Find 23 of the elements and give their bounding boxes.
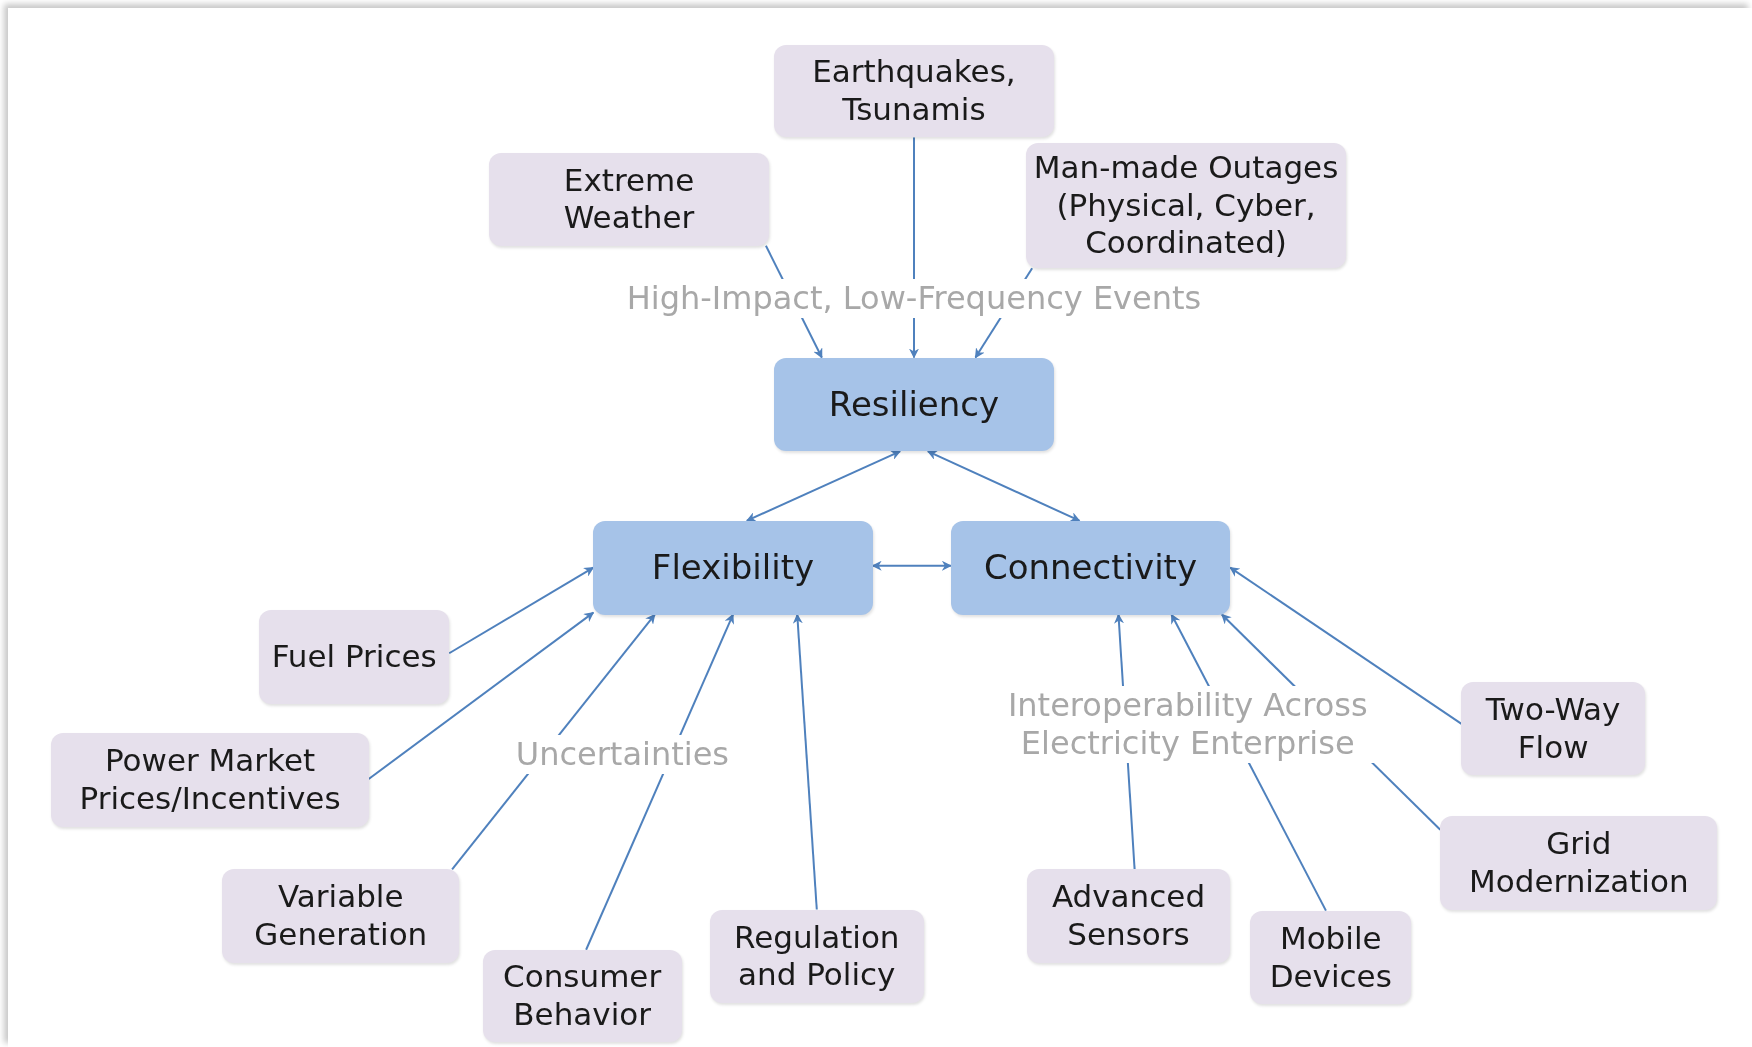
factor-box: Power Market Prices/Incentives xyxy=(51,732,369,827)
factor-box: Variable Generation xyxy=(222,869,460,964)
factor-box: Grid Modernization xyxy=(1440,815,1718,910)
arrow xyxy=(1229,566,1463,725)
factor-box: Advanced Sensors xyxy=(1026,869,1231,964)
concept-box: Flexibility xyxy=(593,520,873,615)
factor-box: Regulation and Policy xyxy=(709,909,924,1004)
arrow xyxy=(926,450,1081,522)
factor-box: Earthquakes, Tsunamis xyxy=(774,44,1054,138)
arrow xyxy=(792,613,818,911)
arrow xyxy=(367,611,595,780)
factor-box: Two-Way Flow xyxy=(1461,681,1645,776)
concept-box: Connectivity xyxy=(950,520,1231,615)
factor-box: Man-made Outages (Physical, Cyber, Coordinated) xyxy=(1025,143,1347,269)
factor-box: Fuel Prices xyxy=(259,610,450,704)
arrow xyxy=(585,613,734,951)
factor-box: Consumer Behavior xyxy=(482,949,682,1043)
arrow xyxy=(448,566,595,655)
concept-box: Resiliency xyxy=(774,357,1054,452)
factor-box: Extreme Weather xyxy=(489,153,769,246)
factor-box: Mobile Devices xyxy=(1250,910,1412,1005)
arrow xyxy=(745,450,901,522)
arrow xyxy=(871,560,952,571)
